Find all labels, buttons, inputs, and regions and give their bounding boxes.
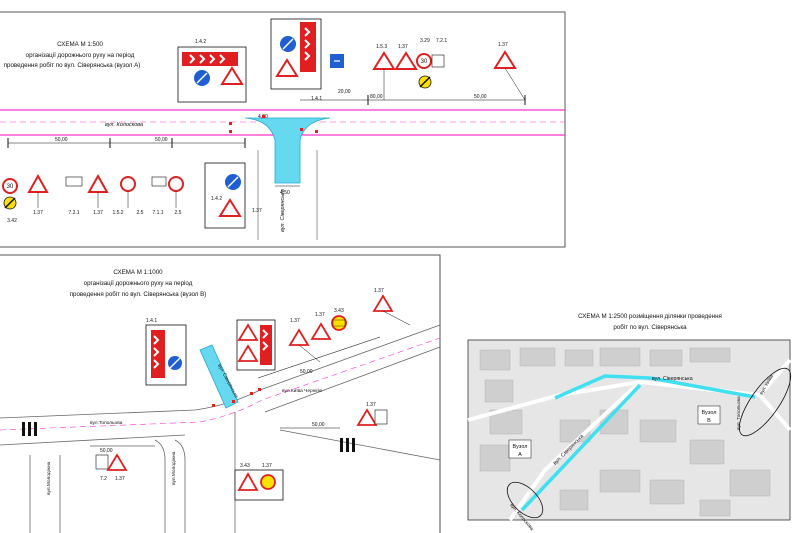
map-street-e: вул. Топольова	[736, 396, 742, 430]
dim-b-2: 50,00	[312, 422, 325, 428]
sign-label-a8: 7.1.1	[152, 210, 163, 216]
sign-label-a6: 2.5	[137, 210, 144, 216]
scheme-b-centerline	[0, 337, 441, 431]
svg-text:30: 30	[421, 59, 428, 65]
sign-label-a3: 7.2.1	[68, 210, 79, 216]
sign-label-a4: 1.37	[93, 210, 103, 216]
scheme-c-title: СХЕМА М 1:2500 розміщення ділянки провед…	[578, 313, 722, 320]
map-route-b	[520, 383, 642, 512]
dim-a-7: 4,50	[280, 190, 290, 196]
scheme-a-signs-left: 30	[2, 173, 184, 210]
scheme-a-street-main: вул. Колоскова	[105, 122, 143, 128]
sign-label-a17: 1.5.3	[376, 44, 387, 50]
scheme-b-subtitle-1: організації дорожнього руху на період	[84, 280, 193, 287]
sign-label-a1: 1.37	[33, 210, 43, 216]
sign-label-a23: 1.4.1	[311, 96, 322, 102]
scheme-a-signboard-top-right	[270, 18, 322, 90]
dim-a-3: 20,00	[338, 89, 351, 95]
dim-b-1: 50,00	[300, 369, 313, 375]
scheme-a-signboard-top-left	[177, 46, 247, 103]
sign-label-b6: 3.43	[334, 308, 344, 314]
map-route-a	[554, 374, 756, 400]
dim-a-4: 80,00	[370, 94, 383, 100]
node-b-ellipse	[738, 367, 792, 437]
scheme-b-roads	[0, 324, 441, 533]
scheme-a-signs-right: 30	[372, 50, 526, 101]
sign-label-a14: 1.4.2	[195, 39, 206, 45]
sign-label-b12: 1.37	[115, 476, 125, 482]
sign-label-b11: 7.2	[100, 476, 107, 482]
scheme-b-signboard-left	[145, 324, 187, 386]
map-street-a: вул. Сіверянська	[652, 376, 693, 382]
scheme-b-work-zone	[199, 344, 239, 409]
scheme-b-signs-lower-right	[356, 408, 388, 426]
scheme-b-street-kyiv: вул.Київа Чернігів	[282, 388, 322, 394]
sign-label-b5: 1.37	[315, 312, 325, 318]
dim-a-1: 50,00	[55, 137, 68, 143]
scheme-a-title: СХЕМА М 1:500	[57, 41, 103, 48]
scheme-c: СХЕМА М 1:2500 розміщення ділянки провед…	[467, 313, 792, 532]
scheme-b-subtitle-2: проведення робіт по вул. Сіверянська (ву…	[70, 291, 207, 298]
sign-label-a5: 1.5.2	[112, 210, 123, 216]
scheme-b-frame	[0, 254, 441, 533]
scheme-a-frame	[0, 11, 566, 248]
node-b-box	[697, 405, 721, 425]
scheme-a-street-side: вул. Сіверянська	[280, 189, 286, 232]
sign-label-b1: 1.4.1	[146, 318, 157, 324]
node-a-label-1: Вузол	[513, 444, 528, 450]
svg-text:30: 30	[7, 184, 14, 190]
scheme-b-crosswalks	[22, 422, 355, 452]
dim-b-3: 50,00	[100, 448, 113, 454]
scheme-b-barriers	[212, 388, 261, 407]
dim-a-6: 50,00	[474, 94, 487, 100]
sign-label-a20: 7.2.1	[436, 38, 447, 44]
scheme-a-subtitle-1: організації дорожнього руху на період	[26, 52, 135, 59]
sign-label-a2: 3.42	[7, 218, 17, 224]
sign-label-a19: 3.29	[420, 38, 430, 44]
sign-label-b8: 1.37	[374, 288, 384, 294]
scheme-c-subtitle: робіт по вул. Сіверянська	[613, 324, 687, 331]
node-a-label-2: А	[518, 452, 522, 458]
sign-label-b15: 1.37	[262, 463, 272, 469]
scheme-b: СХЕМА М 1:1000 організації дорожнього ру…	[0, 254, 441, 533]
node-a-ellipse	[506, 481, 544, 519]
scheme-b-title: СХЕМА М 1:1000	[113, 269, 163, 276]
scheme-a-work-zone	[244, 117, 331, 184]
scheme-b-street-left2: вул.Молодіжна	[171, 451, 177, 485]
sign-label-a9: 2.5	[175, 210, 182, 216]
scheme-b-signs-upper	[288, 294, 411, 363]
node-b-label-2: В	[707, 418, 711, 424]
sign-label-b14: 3.43	[240, 463, 250, 469]
sign-label-a18: 1.37	[398, 44, 408, 50]
sign-label-b9: 1.37	[366, 402, 376, 408]
scheme-b-street-main: вул.Топольова	[90, 420, 123, 426]
scheme-a-subtitle-2: проведення робіт по вул. Сіверянська (ву…	[4, 62, 141, 69]
sign-label-a11: 1.37	[252, 208, 262, 214]
scheme-a-signboard-bottom	[204, 162, 246, 229]
sign-label-b4: 1.37	[290, 318, 300, 324]
dim-a-2: 50,00	[155, 137, 168, 143]
sign-label-a10: 1.4.2	[211, 196, 222, 202]
node-b-label-1: Вузол	[702, 410, 717, 416]
scheme-b-street-left: вул.Молодіжна	[46, 461, 52, 495]
scheme-a: СХЕМА М 1:500 організації дорожнього рух…	[0, 11, 566, 248]
scheme-b-signboard-bottom	[234, 469, 284, 501]
scheme-b-signs-lower-left	[95, 453, 128, 471]
scheme-b-signboard-right	[236, 319, 276, 371]
sign-label-a22: 1.37	[498, 42, 508, 48]
scheme-a-dimensions	[7, 95, 526, 187]
node-a-box	[508, 439, 532, 459]
